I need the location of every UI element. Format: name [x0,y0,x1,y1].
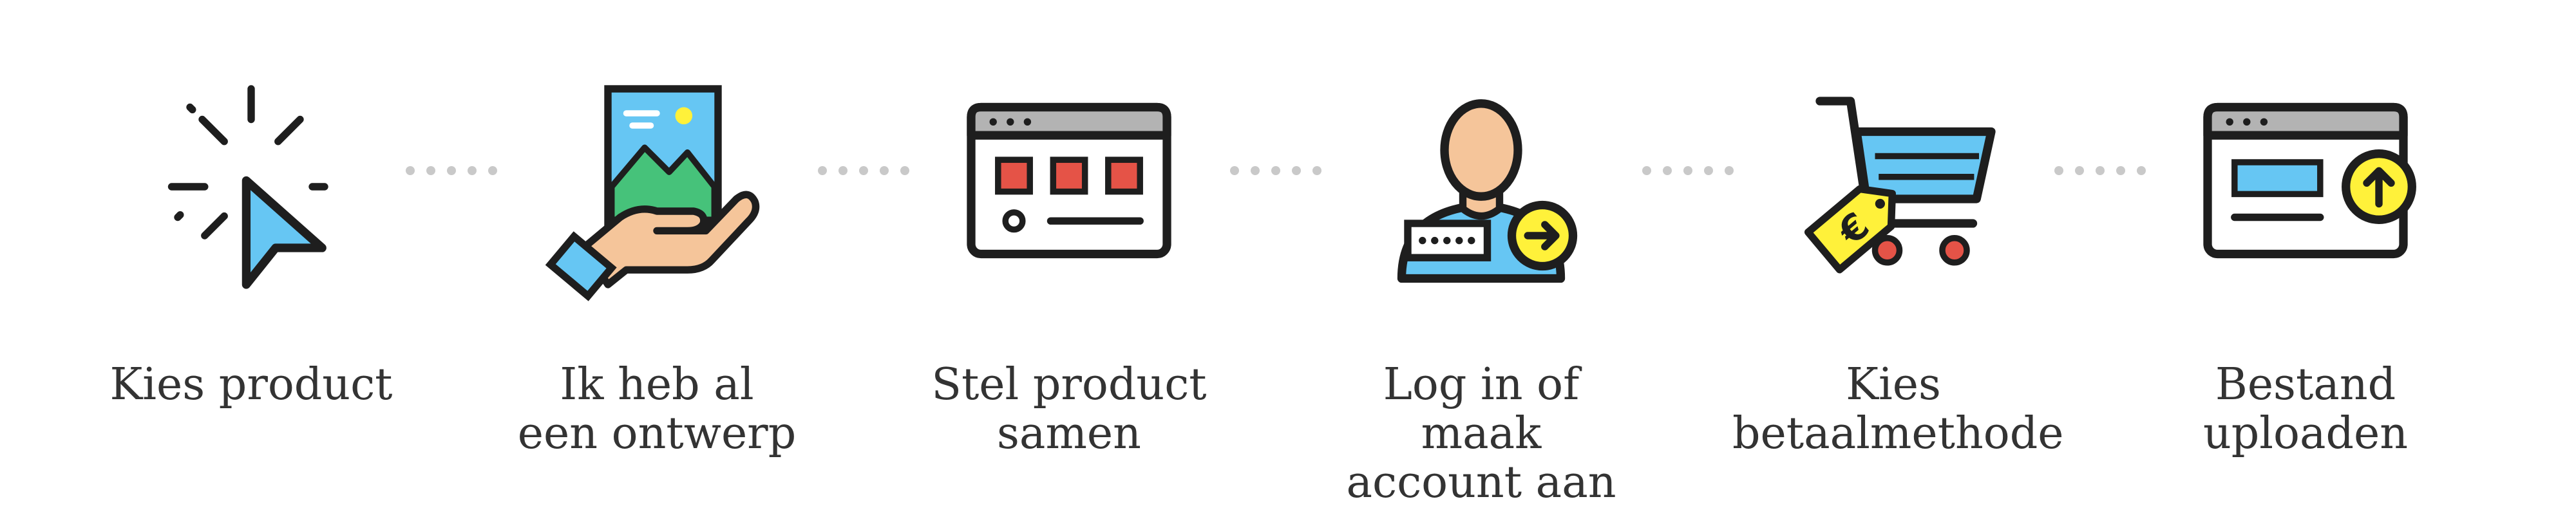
user-login-icon [1359,64,1604,309]
connector-dots [2054,166,2151,179]
dot [2054,166,2063,175]
step-label: Kies product [109,359,393,410]
browser-upload-icon [2183,64,2428,309]
cursor-icon [129,64,374,309]
dot [2116,166,2125,175]
step-choose-product: Kies product [90,0,412,517]
dot [488,166,497,175]
dot [818,166,827,175]
dot [1642,166,1651,175]
cart-euro-tag-icon: € [1771,64,2016,309]
dot [1292,166,1301,175]
dot [859,166,868,175]
dot [447,166,456,175]
hand-holding-image-icon [535,64,779,309]
dot [1230,166,1239,175]
browser-configurator-icon [947,64,1191,309]
dot [1312,166,1321,175]
connector-dots [818,166,914,179]
dot [900,166,909,175]
dot [880,166,889,175]
dot [1704,166,1713,175]
connector-dots [1230,166,1327,179]
dot [2137,166,2146,175]
dot [426,166,435,175]
dot [1663,166,1672,175]
connector-dots [406,166,502,179]
dot [1251,166,1260,175]
dot [468,166,477,175]
dot [1271,166,1280,175]
dot [1683,166,1692,175]
dot [2096,166,2105,175]
connector-dots [1642,166,1739,179]
dot [838,166,848,175]
dot [406,166,415,175]
dot [2075,166,2084,175]
dot [1725,166,1734,175]
